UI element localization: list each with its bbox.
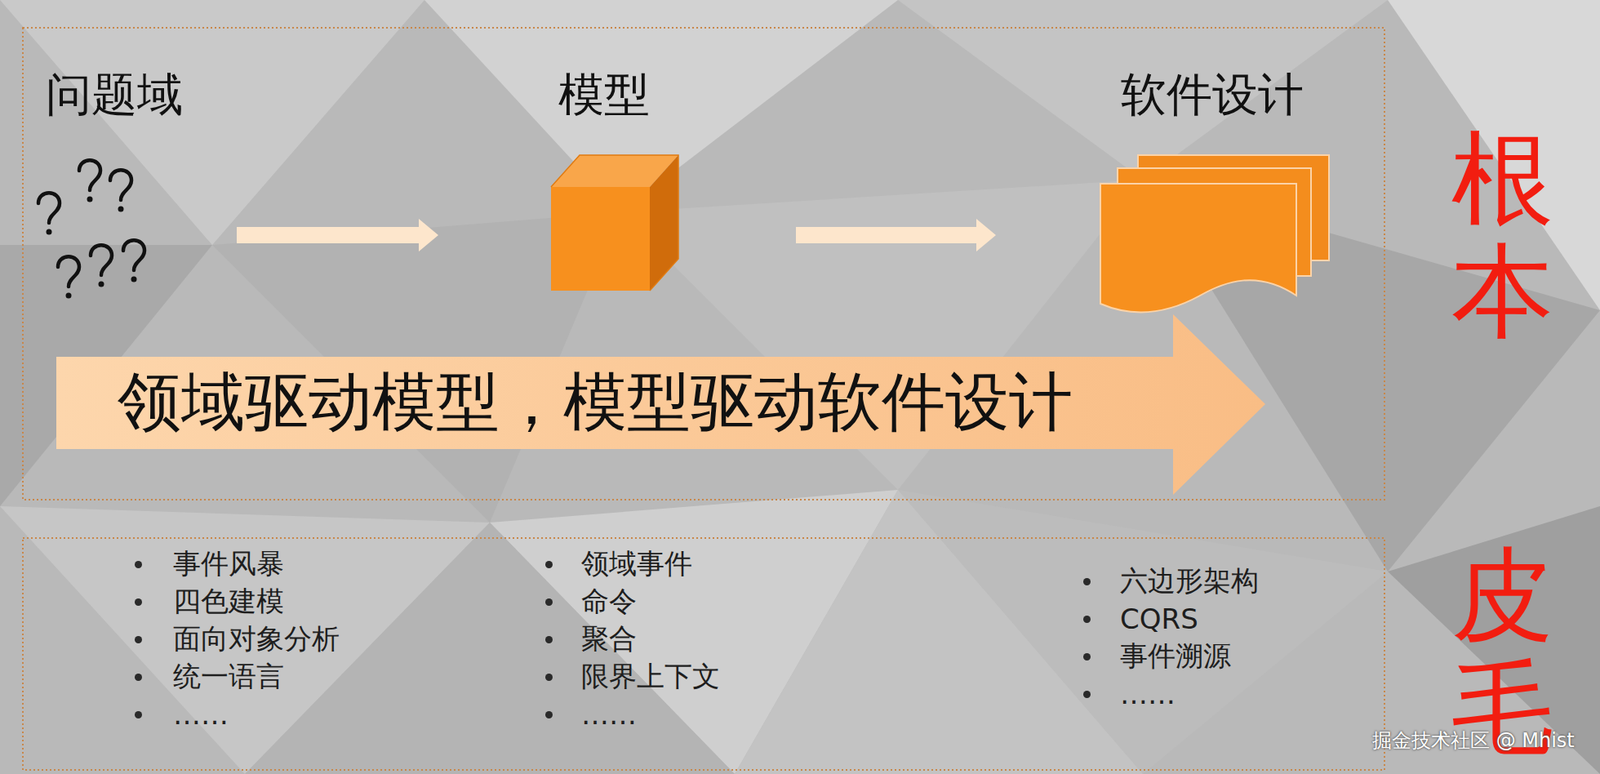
problem-domain: 问题域: [32, 68, 213, 314]
question-mark: [110, 169, 132, 212]
node-heading: 软件设计: [1089, 68, 1335, 121]
list-item: CQRS: [1120, 602, 1199, 636]
list-item: ……: [1120, 677, 1176, 711]
list-item: ……: [173, 697, 229, 731]
bullet: [545, 673, 553, 681]
question-mark: [79, 160, 101, 202]
bullet: [134, 673, 143, 681]
flow-arrow: [795, 218, 996, 252]
question-mark: [90, 244, 112, 287]
list-item: 事件风暴: [173, 545, 285, 583]
bullet: [134, 711, 143, 719]
bullet: [545, 598, 553, 606]
node-heading: 模型: [538, 68, 670, 121]
question-mark: [123, 240, 145, 282]
node-heading: 问题域: [32, 68, 213, 121]
question-mark: [57, 256, 80, 298]
model: 模型: [538, 68, 670, 306]
bullet: [134, 635, 143, 644]
bullet: [134, 598, 143, 606]
bullet: [1083, 577, 1091, 586]
bullet: [1083, 690, 1091, 698]
root-frame: [22, 27, 1385, 500]
list-item: 限界上下文: [581, 657, 720, 696]
list-item: 四色建模: [173, 582, 285, 621]
list-item: 事件溯源: [1120, 637, 1232, 676]
bullet: [134, 560, 143, 569]
document-stack: [1100, 155, 1329, 313]
flow-band: 领域驱动模型，模型驱动软件设计: [56, 314, 1266, 495]
list-item: 命令: [581, 582, 637, 621]
cube: [551, 155, 679, 291]
list-item: 统一语言: [173, 657, 285, 696]
flow-arrow: [236, 218, 439, 252]
emphasis-label: 根本: [1451, 122, 1554, 347]
list-item: ……: [581, 697, 637, 731]
bullet: [545, 711, 553, 719]
list-item: 六边形架构: [1120, 562, 1259, 600]
bullet: [545, 560, 553, 569]
band-text: 领域驱动模型，模型驱动软件设计: [56, 365, 1073, 440]
list-item: 面向对象分析: [173, 620, 340, 658]
bullet: [1083, 653, 1091, 661]
bullet: [545, 635, 553, 644]
software-design: 软件设计: [1089, 68, 1335, 314]
detail-frame: [22, 537, 1385, 770]
list-item: 领域事件: [581, 545, 693, 583]
list-item: 聚合: [581, 620, 637, 658]
question-mark: [38, 192, 60, 235]
watermark: 掘金技术社区 @ Mhist: [1372, 727, 1575, 754]
bullet: [1083, 615, 1091, 623]
